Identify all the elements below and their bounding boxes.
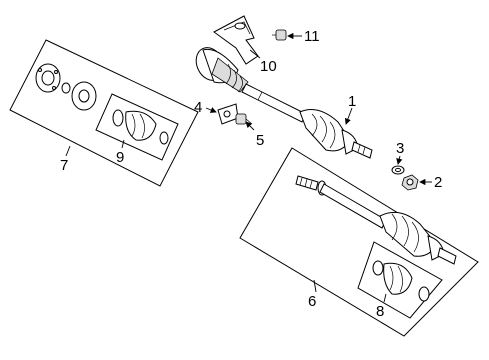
bolt-5 xyxy=(235,113,253,125)
leader-8 xyxy=(383,293,387,303)
lower-axle-shaft-box xyxy=(239,147,479,337)
leader-1 xyxy=(344,107,353,125)
callout-8: 8 xyxy=(376,303,384,320)
leader-5 xyxy=(245,121,255,131)
bracket-4 xyxy=(217,103,239,125)
bolt-11 xyxy=(272,29,287,41)
washer-3 xyxy=(391,165,405,175)
callout-11: 11 xyxy=(304,28,320,45)
callout-9: 9 xyxy=(116,149,124,166)
callout-3: 3 xyxy=(396,140,404,157)
callout-2: 2 xyxy=(434,174,442,191)
upper-axle-shaft-assembly xyxy=(195,47,373,159)
leader-3 xyxy=(396,155,403,165)
outer-boot-kit-box xyxy=(357,241,443,319)
leader-6 xyxy=(313,279,317,293)
nut-2 xyxy=(401,174,419,191)
callout-1: 1 xyxy=(348,93,356,110)
leader-9 xyxy=(121,139,125,149)
heat-shield xyxy=(213,15,259,65)
callout-7: 7 xyxy=(60,157,68,174)
leader-4 xyxy=(205,107,217,113)
callout-10: 10 xyxy=(260,58,277,75)
callout-6: 6 xyxy=(308,293,316,310)
leader-7 xyxy=(65,145,71,157)
callout-4: 4 xyxy=(194,99,202,116)
leader-10 xyxy=(249,49,261,59)
inner-boot-kit-box xyxy=(95,93,179,161)
inner-joint-kit-box xyxy=(9,39,199,187)
callout-5: 5 xyxy=(256,132,264,149)
